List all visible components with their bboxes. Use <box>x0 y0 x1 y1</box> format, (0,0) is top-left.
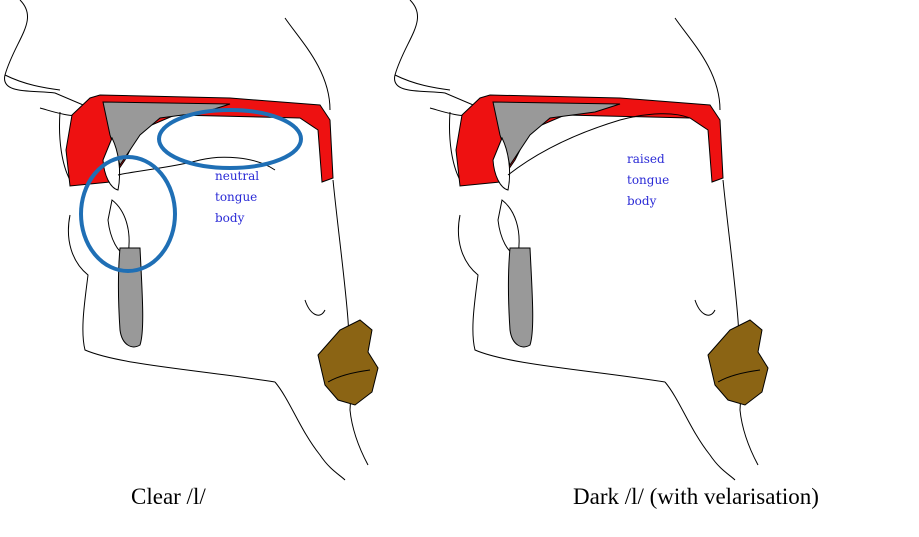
caption-dark-l: Dark /l/ (with velarisation) <box>573 484 819 510</box>
tongue-label-neutral: neutral tongue body <box>215 166 259 229</box>
label-line: tongue <box>627 170 669 191</box>
tongue-label-raised: raised tongue body <box>627 149 669 212</box>
highlight-circle-palate <box>159 110 301 168</box>
label-line: body <box>215 208 259 229</box>
panel-dark-l <box>395 0 768 480</box>
panel-clear-l <box>5 0 378 480</box>
label-line: tongue <box>215 187 259 208</box>
label-line: neutral <box>215 166 259 187</box>
caption-clear-l: Clear /l/ <box>131 484 206 510</box>
label-line: body <box>627 191 669 212</box>
label-line: raised <box>627 149 669 170</box>
